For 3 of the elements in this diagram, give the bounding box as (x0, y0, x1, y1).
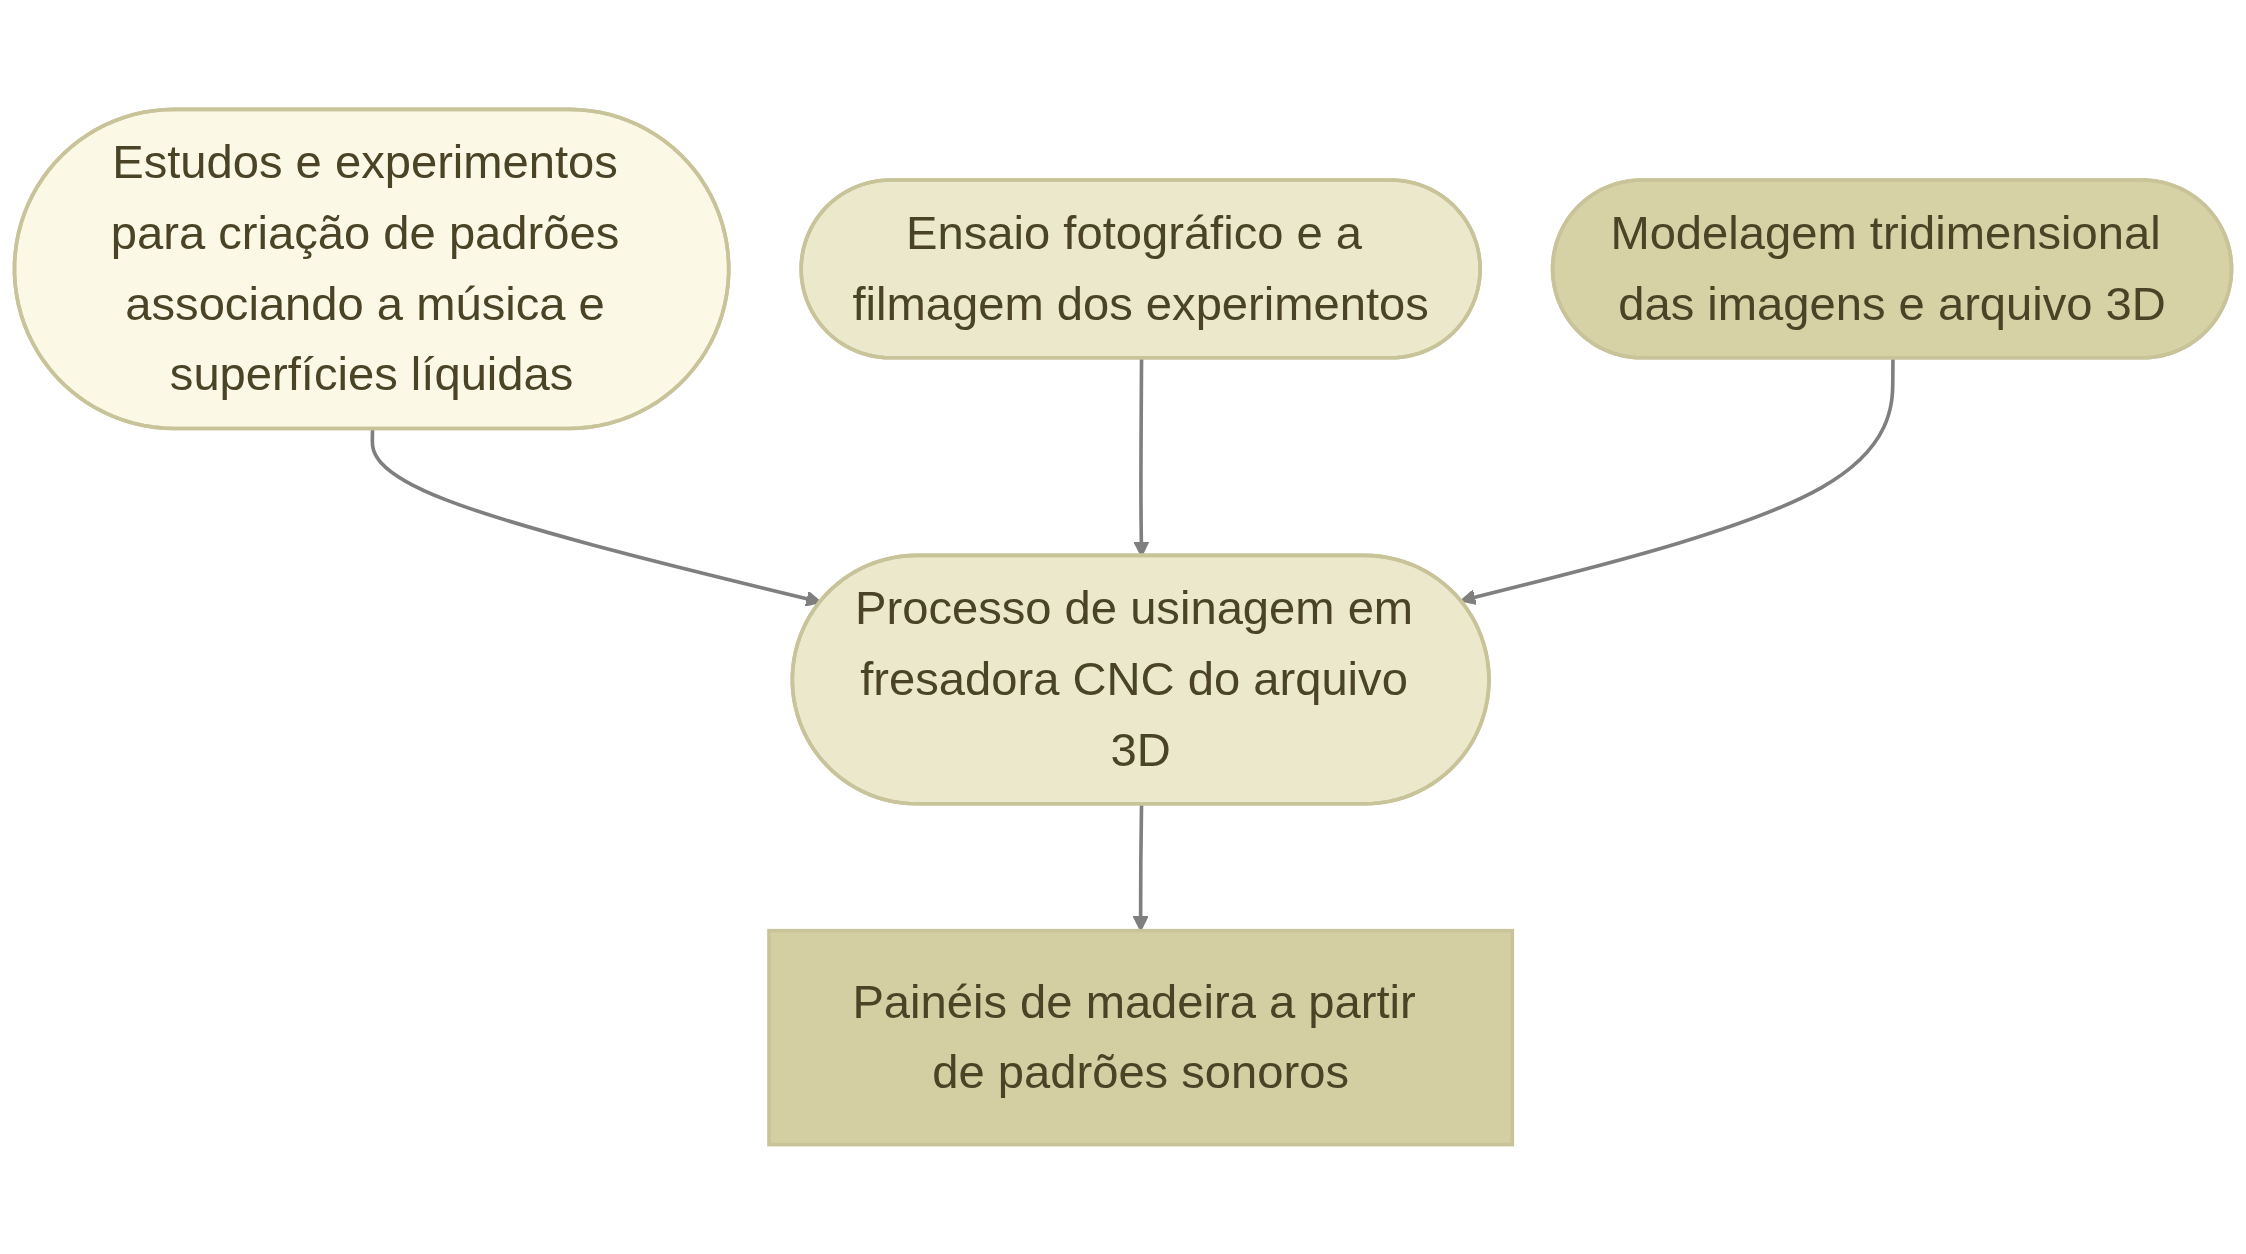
arrow (370, 429, 822, 607)
node-box: Painéis de madeira a partir de padrões sonoros (767, 928, 1515, 1147)
arrow (1460, 358, 1895, 605)
